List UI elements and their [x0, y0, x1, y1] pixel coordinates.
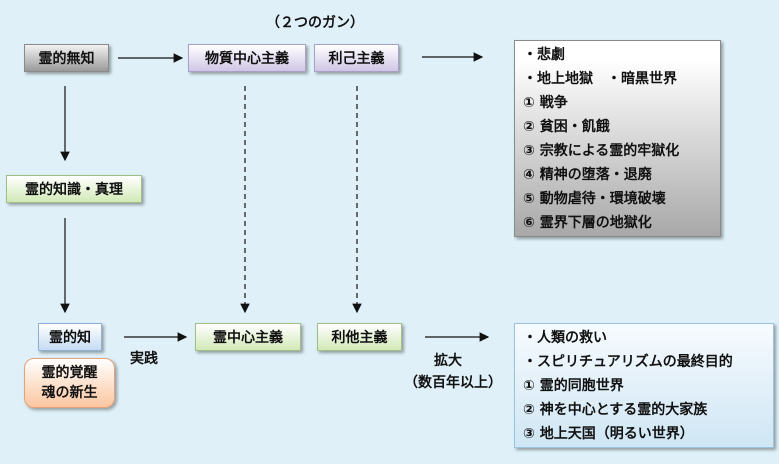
- label-jissen: 実践: [130, 351, 158, 367]
- label-suhyakunen: （数百年以上）: [404, 375, 502, 391]
- node-rei-chushin: 霊中心主義: [195, 323, 301, 351]
- outcomes-good-panel: ・人類の救い ・スピリチュアリズムの最終目的 ① 霊的同胞世界 ② 神を中心とす…: [514, 323, 774, 448]
- node-reichi: 霊的知: [38, 323, 102, 351]
- outcomes-bad-panel: ・悲劇 ・地上地獄 ・暗黒世界 ① 戦争 ② 貧困・飢餓 ③ 宗教による霊的牢獄…: [514, 40, 721, 237]
- kakusei-line2: 魂の新生: [41, 385, 98, 401]
- outcome-bad-item: ・地上地獄 ・暗黒世界: [523, 71, 677, 87]
- label-kakudai: 拡大: [434, 353, 462, 369]
- node-busshitsu-chushin: 物質中心主義: [188, 44, 306, 72]
- outcome-bad-item: ⑤ 動物虐待・環境破壊: [523, 191, 666, 207]
- kakusei-line1: 霊的覚醒: [41, 365, 98, 381]
- outcome-good-item: ③ 地上天国（明るい世界）: [523, 426, 694, 442]
- outcome-bad-item: ⑥ 霊界下層の地獄化: [523, 215, 652, 231]
- outcome-bad-item: ③ 宗教による霊的牢獄化: [523, 143, 680, 159]
- node-reiteki-kakusei: 霊的覚醒 魂の新生: [24, 358, 115, 408]
- outcome-bad-item: ② 貧困・飢餓: [523, 119, 610, 135]
- outcome-good-item: ・スピリチュアリズムの最終目的: [523, 354, 733, 370]
- outcome-good-item: ① 霊的同胞世界: [523, 378, 624, 394]
- node-reiteki-muchi: 霊的無知: [24, 44, 109, 72]
- node-reiteki-chishiki: 霊的知識・真理: [6, 175, 142, 203]
- diagram-title: （２つのガン）: [266, 15, 364, 31]
- outcome-good-item: ・人類の救い: [523, 330, 607, 346]
- outcome-bad-item: ④ 精神の堕落・退廃: [523, 167, 652, 183]
- outcome-bad-item: ・悲劇: [523, 47, 565, 63]
- outcome-bad-item: ① 戦争: [523, 95, 568, 111]
- outcome-good-item: ② 神を中心とする霊的大家族: [523, 402, 708, 418]
- node-ritashugi: 利他主義: [317, 323, 402, 351]
- node-rikoshugi: 利己主義: [314, 44, 399, 72]
